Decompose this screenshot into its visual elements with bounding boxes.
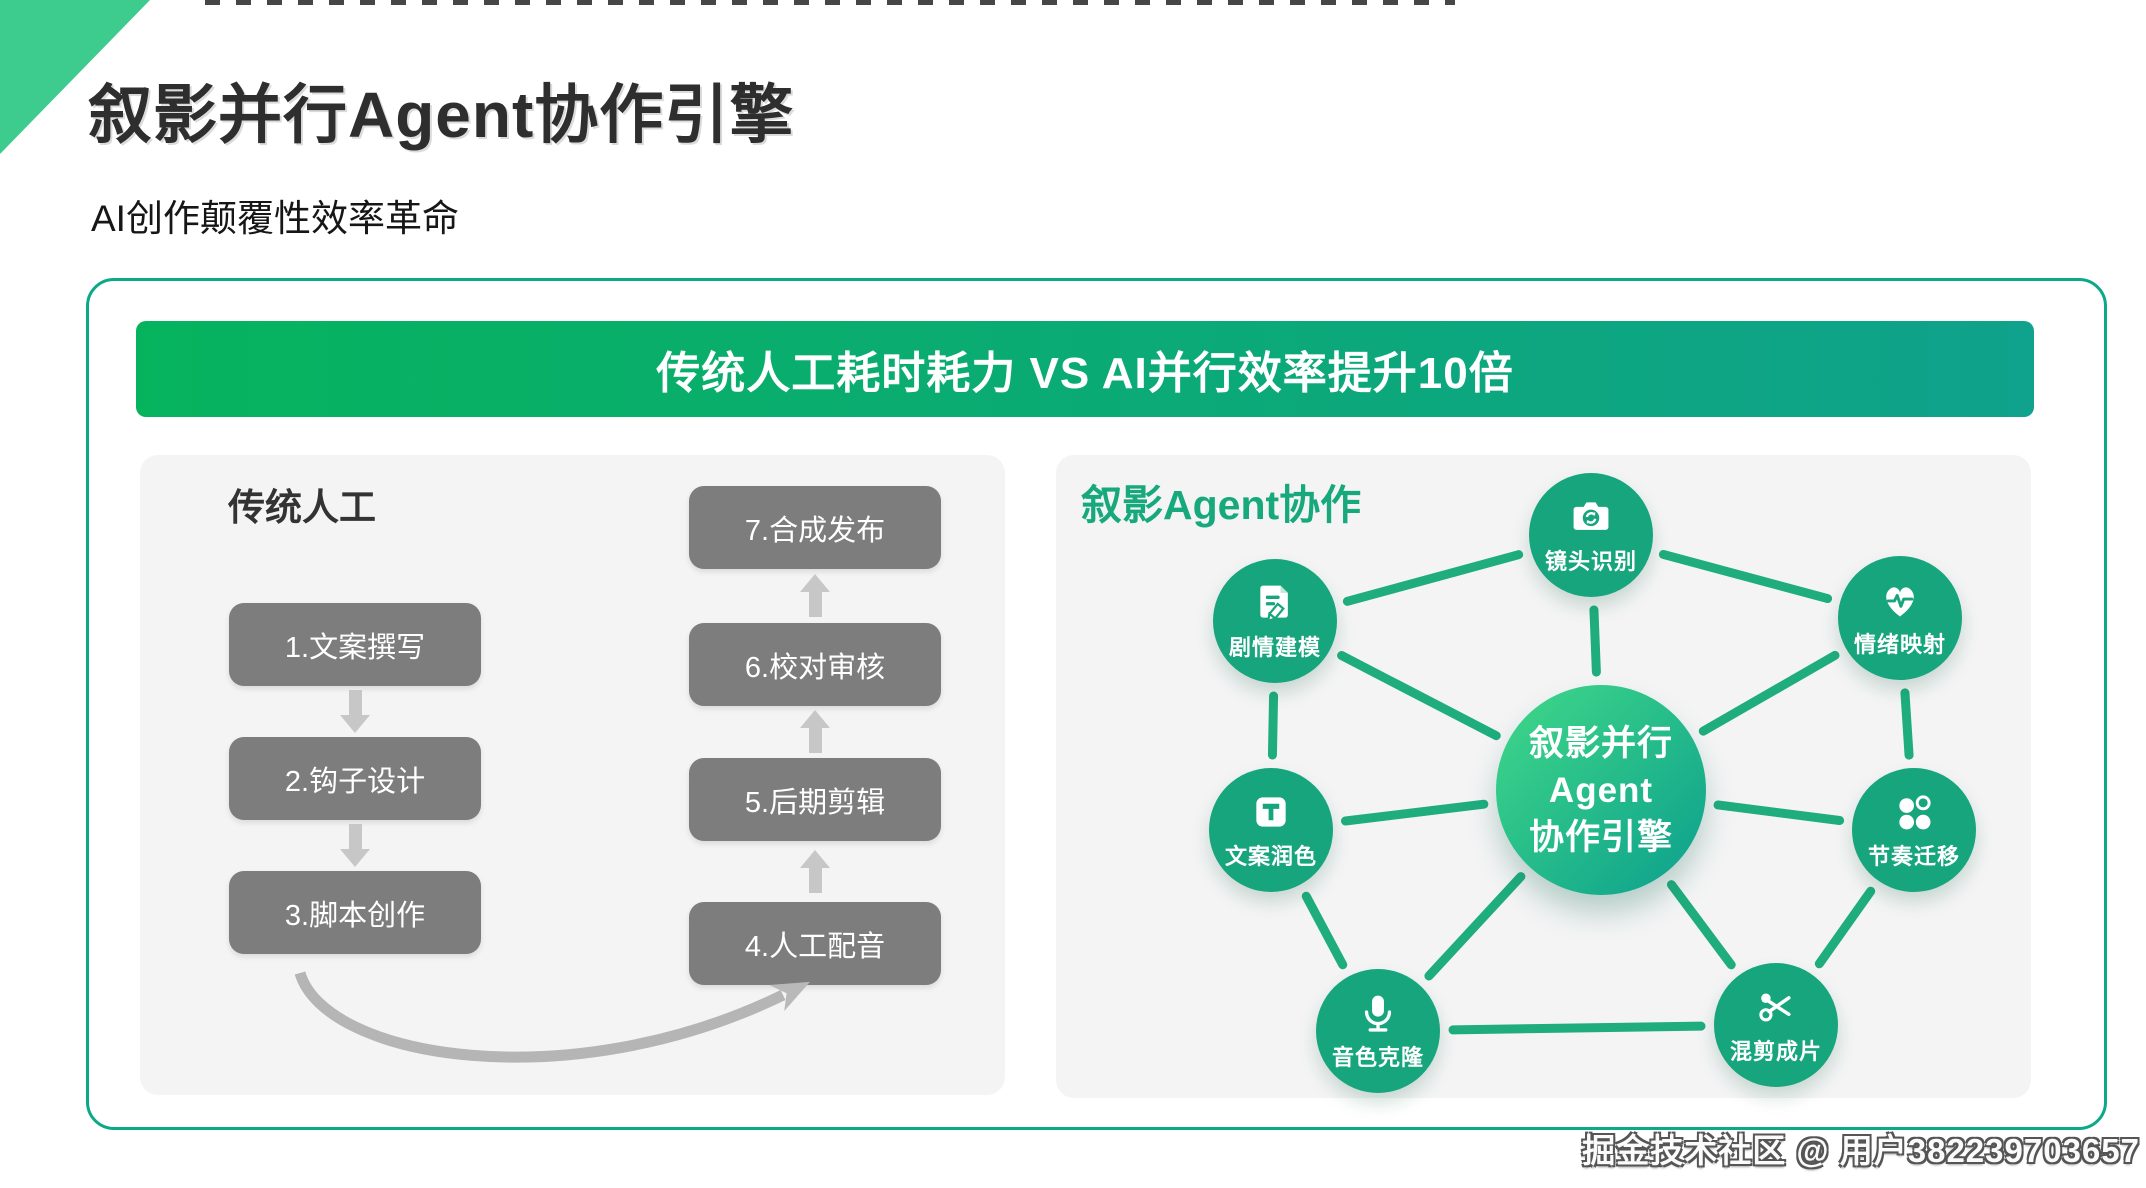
agent-node-camera: 镜头识别 [1529,473,1653,597]
flow-step: 6.校对审核 [689,623,941,706]
script-edit-icon [1253,581,1297,625]
agent-node-plot: 剧情建模 [1213,559,1337,683]
center-node-line: Agent [1548,770,1654,810]
arrow-down-icon [340,689,370,733]
text-tool-icon [1249,790,1293,834]
edge-center-voice [1424,872,1526,981]
arrow-up-icon [800,849,830,893]
center-node-line: 协作引擎 [1528,817,1673,857]
flow-step: 4.人工配音 [689,902,941,985]
agent-node-label: 文案润色 [1224,843,1317,869]
agent-node-rhythm: 节奏迁移 [1852,768,1976,892]
flow-step: 7.合成发布 [689,486,941,569]
edge-plot-text [1267,691,1279,760]
traditional-panel: 传统人工 1.文案撰写 2.钩子设计 3.脚本创作 7.合成发布 6.校对审核 5.后期剪… [140,455,1005,1095]
watermark: 掘金技术社区 @ 用户382239703657 [1582,1132,2140,1169]
agent-node-label: 镜头识别 [1544,548,1637,574]
comparison-banner: 传统人工耗时耗力 VS AI并行效率提升10倍 [136,321,2034,417]
arrow-up-icon [800,710,830,753]
agent-node-label: 节奏迁移 [1867,843,1960,869]
center-engine-node: 叙影并行 Agent 协作引擎 [1496,685,1706,895]
arrow-up-icon [800,574,830,617]
cropped-text-artifact [205,0,1455,5]
edge-voice-remix [1448,1021,1706,1035]
content-card: 传统人工耗时耗力 VS AI并行效率提升10倍 传统人工 1.文案撰写 2.钩子设… [86,278,2107,1130]
flow-step: 3.脚本创作 [229,871,481,954]
agent-node-label: 音色克隆 [1331,1044,1424,1070]
page-title: 叙影并行Agent协作引擎 [88,79,795,151]
agent-node-voice: 音色克隆 [1316,969,1440,1093]
edge-camera-emotion [1658,549,1833,604]
edge-center-rhythm [1713,800,1845,825]
arrow-down-icon [340,823,370,867]
edge-center-remix [1666,880,1736,970]
edge-emotion-rhythm [1900,688,1914,760]
edge-rhythm-remix [1814,886,1876,969]
camera-sync-icon [1569,495,1613,539]
edge-plot-camera [1342,550,1524,606]
agent-node-emotion: 情绪映射 [1838,556,1962,680]
edge-camera-center [1589,605,1601,677]
agent-panel: 叙影Agent协作 剧情建模 镜头识别情绪映射文案润色 节奏迁移音色克隆 混剪成片 叙… [1056,455,2031,1098]
microphone-icon [1356,991,1400,1035]
curved-return-arrow [294,971,810,1063]
edge-center-emotion [1698,650,1840,736]
scissors-icon [1754,985,1798,1029]
agent-node-remix: 混剪成片 [1714,963,1838,1087]
center-node-line: 叙影并行 [1528,723,1673,763]
page-subtitle: AI创作颠覆性效率革命 [91,198,459,239]
traditional-heading: 传统人工 [228,487,376,528]
edge-text-voice [1301,891,1348,970]
edge-plot-center [1337,651,1501,741]
agent-node-label: 混剪成片 [1729,1038,1822,1064]
flow-step: 2.钩子设计 [229,737,481,820]
flow-step: 1.文案撰写 [229,603,481,686]
shapes-icon [1892,790,1936,834]
agent-node-label: 剧情建模 [1228,634,1321,660]
network-edges [1267,549,1914,1035]
agent-node-text: 文案润色 [1209,768,1333,892]
flow-step: 5.后期剪辑 [689,758,941,841]
edge-center-text [1340,799,1489,826]
agent-node-label: 情绪映射 [1853,631,1946,657]
agent-heading: 叙影Agent协作 [1081,482,1362,528]
heart-pulse-icon [1878,578,1922,622]
